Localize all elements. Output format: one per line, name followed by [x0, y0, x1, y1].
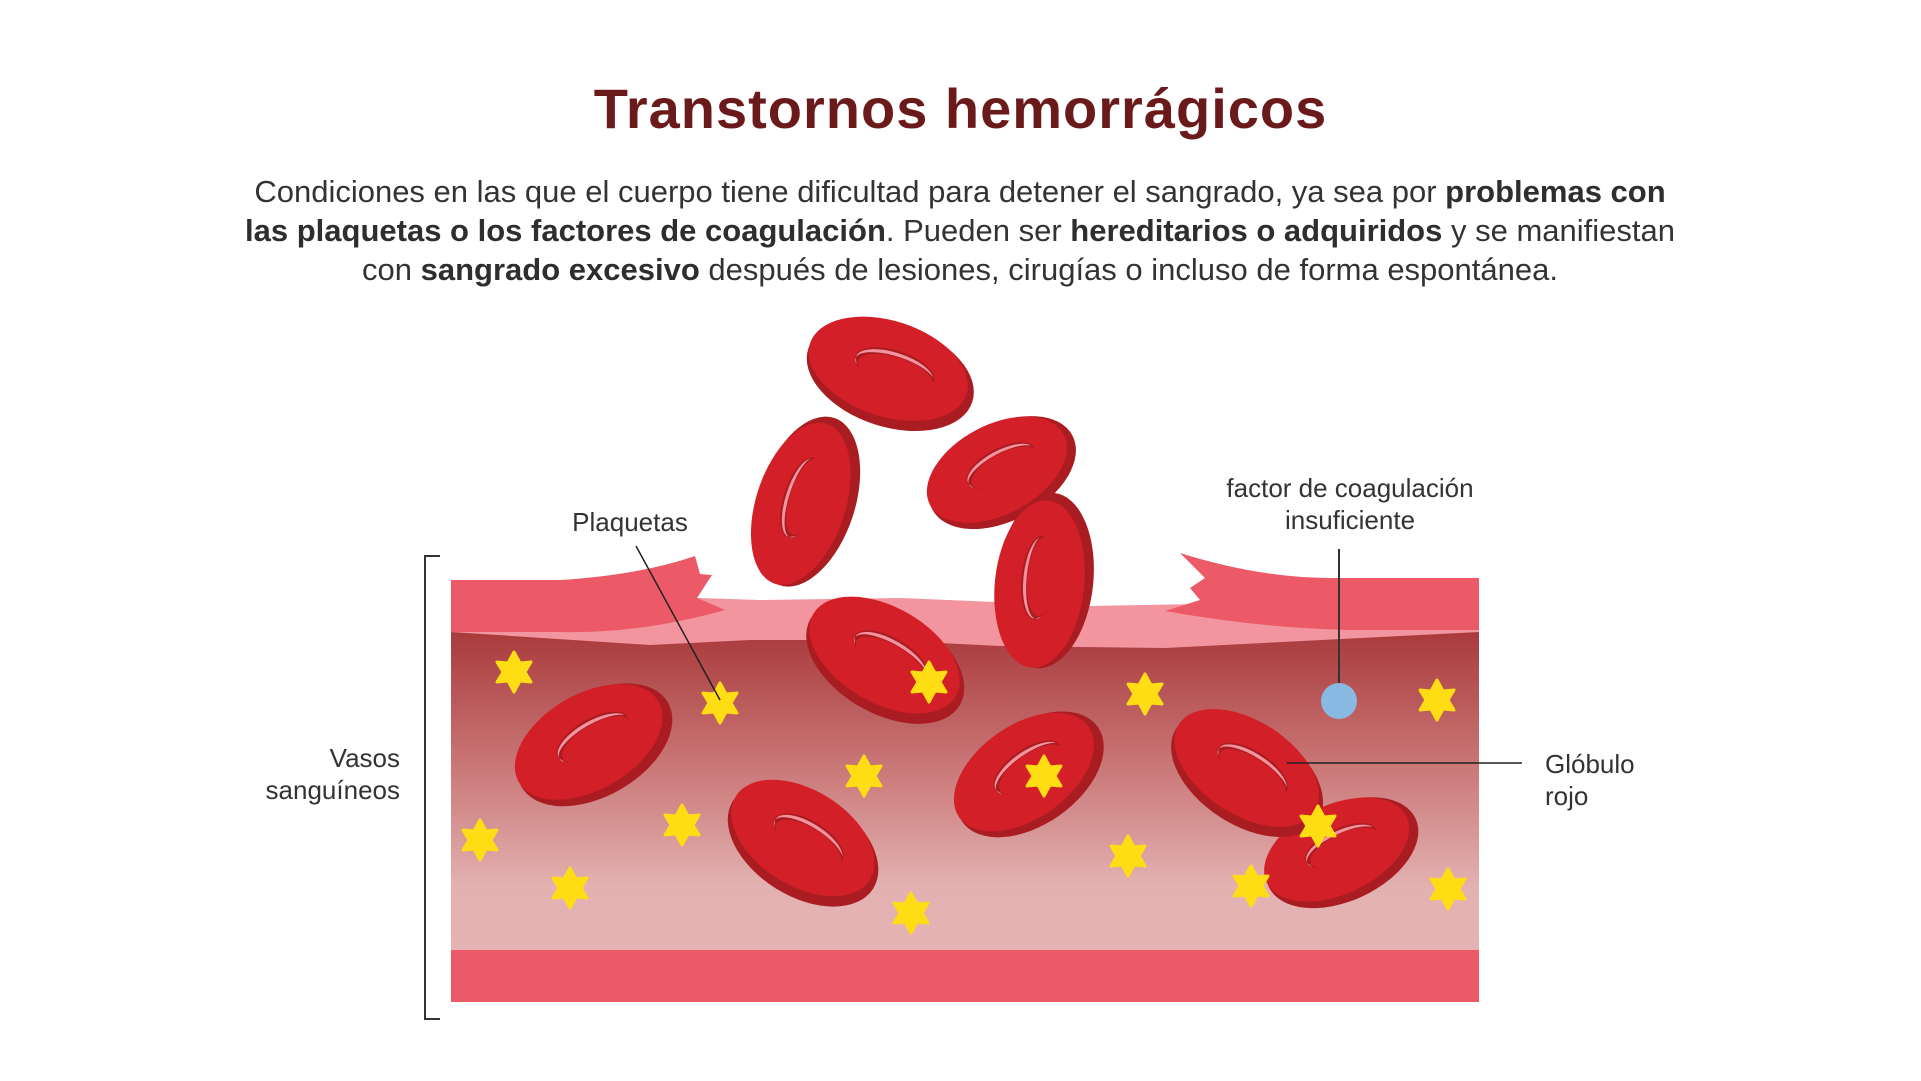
vessel-wall-bottom [451, 950, 1479, 1002]
desc-bold: problemas con [1445, 174, 1666, 209]
desc-bold: sangrado excesivo [420, 252, 700, 287]
label-vasos-sanguineos: Vasos sanguíneos [200, 742, 400, 806]
label-text: Vasos [329, 743, 400, 773]
desc-text: Condiciones en las que el cuerpo tiene d… [254, 174, 1446, 209]
vessel-wall-top-left [451, 556, 725, 633]
desc-bold: las plaquetas o los factores de coagulac… [245, 213, 886, 248]
label-text: rojo [1545, 781, 1589, 811]
label-text: factor de coagulación [1226, 473, 1474, 503]
desc-text: después de lesiones, cirugías o incluso … [699, 252, 1558, 287]
vessel-wall-top-right [1165, 553, 1479, 630]
label-factor-coagulacion: factor de coagulación insuficiente [1180, 472, 1520, 536]
label-text: Glóbulo [1545, 749, 1635, 779]
plaquetas-leader-line [635, 545, 721, 701]
page-title: Transtornos hemorrágicos [593, 77, 1328, 140]
clotting-factor-icon [1321, 683, 1357, 719]
desc-text: . Pueden ser [885, 213, 1071, 248]
vessel-bracket [424, 555, 440, 1020]
label-globulo-rojo: Glóbulo rojo [1545, 748, 1695, 812]
description: Condiciones en las que el cuerpo tiene d… [140, 172, 1780, 289]
desc-text: y se manifiestan [1442, 213, 1675, 248]
label-text: insuficiente [1284, 505, 1416, 535]
label-plaquetas: Plaquetas [572, 507, 688, 537]
red-blood-cell [732, 402, 880, 601]
desc-bold: hereditarios o adquiridos [1070, 213, 1443, 248]
desc-text: con [362, 252, 421, 287]
label-text: sanguíneos [265, 775, 400, 805]
